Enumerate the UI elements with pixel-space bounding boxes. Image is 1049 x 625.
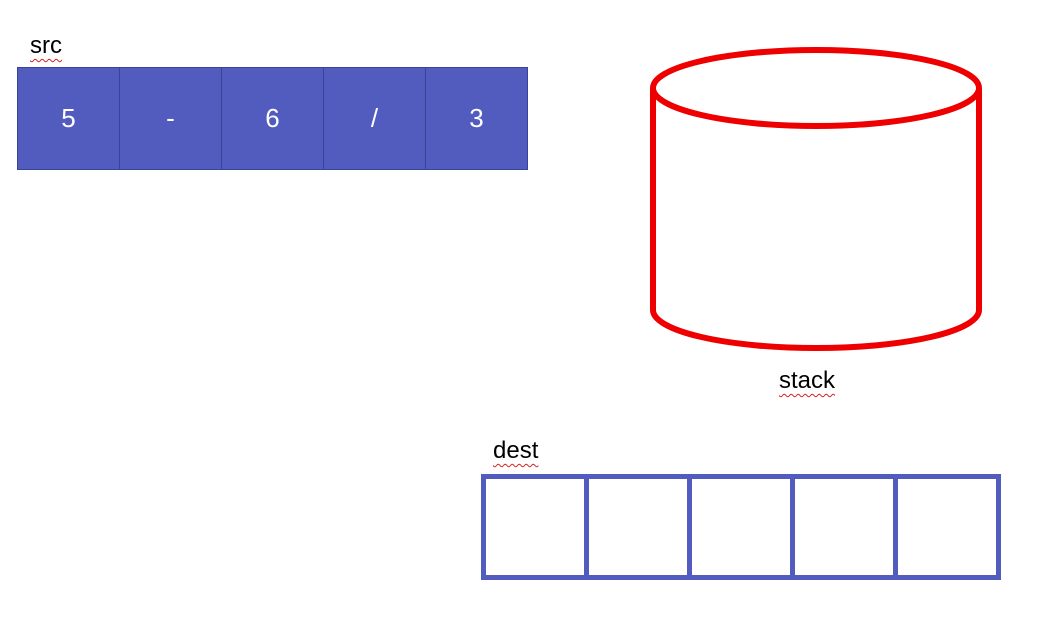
src-array: 5 - 6 / 3 [17, 67, 528, 170]
src-cell: 3 [426, 68, 527, 169]
dest-cell [589, 479, 692, 575]
stack-cylinder-top [650, 47, 982, 129]
dest-cell [486, 479, 589, 575]
dest-array [481, 474, 1001, 580]
dest-label: dest [493, 437, 539, 464]
src-cell: 6 [222, 68, 324, 169]
src-label: src [30, 32, 62, 59]
stack-cylinder-body [650, 88, 982, 351]
dest-cell [898, 479, 996, 575]
src-cell: 5 [18, 68, 120, 169]
stack-cylinder [650, 47, 982, 351]
dest-cell [795, 479, 898, 575]
dest-cell [692, 479, 795, 575]
src-cell: / [324, 68, 426, 169]
src-cell: - [120, 68, 222, 169]
stack-label: stack [779, 367, 836, 394]
